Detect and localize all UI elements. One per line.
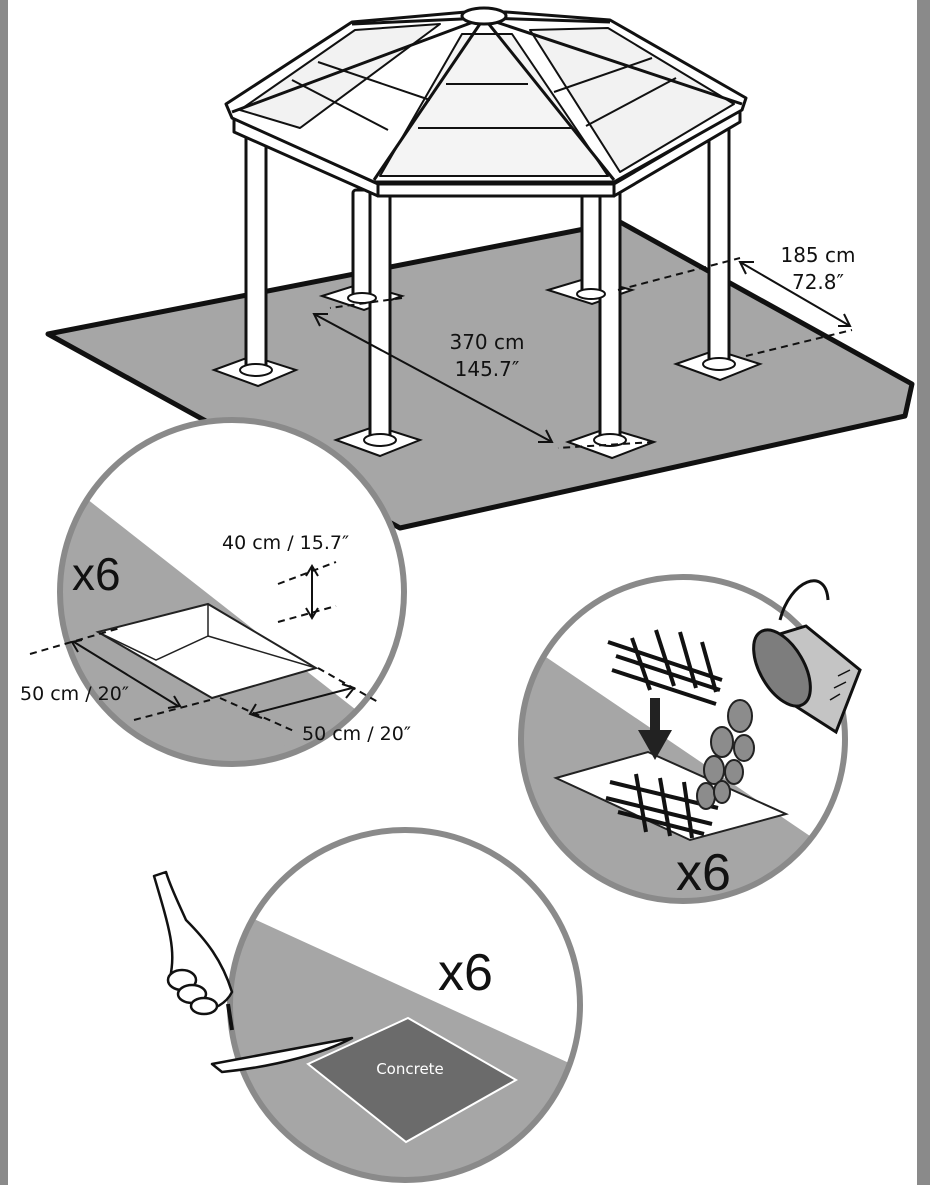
step-rebar-circle: x6 <box>518 574 862 904</box>
dig-length-label: 50 cm / 20″ <box>20 683 129 705</box>
dig-depth-label: 40 cm / 15.7″ <box>222 532 349 554</box>
down-arrow-icon <box>638 698 672 760</box>
width-in-label: 145.7″ <box>455 357 520 381</box>
step-concrete-circle: x6 Concrete <box>152 827 583 1183</box>
step-dig-circle: x6 40 cm / 15.7″ 50 cm / 20″ 50 cm / 20″ <box>20 417 411 767</box>
rebar-grid-top <box>607 629 723 706</box>
bucket-icon <box>752 579 862 735</box>
trowel-hand-icon <box>152 870 354 1074</box>
page-frame-left <box>0 0 8 1185</box>
concrete-footing <box>306 1016 519 1144</box>
dig-width-label: 50 cm / 20″ <box>302 723 411 745</box>
concrete-count: x6 <box>438 944 493 1002</box>
dig-count: x6 <box>72 548 121 600</box>
concrete-pour <box>696 699 755 810</box>
depth-cm-label: 185 cm <box>780 243 855 267</box>
concrete-label: Concrete <box>376 1060 444 1078</box>
width-cm-label: 370 cm <box>449 330 524 354</box>
rebar-count: x6 <box>676 844 731 902</box>
page-frame-right <box>917 0 930 1185</box>
depth-in-label: 72.8″ <box>792 270 844 294</box>
roof <box>224 6 748 184</box>
eave-beams <box>232 108 742 198</box>
dimension-lines <box>312 257 853 449</box>
